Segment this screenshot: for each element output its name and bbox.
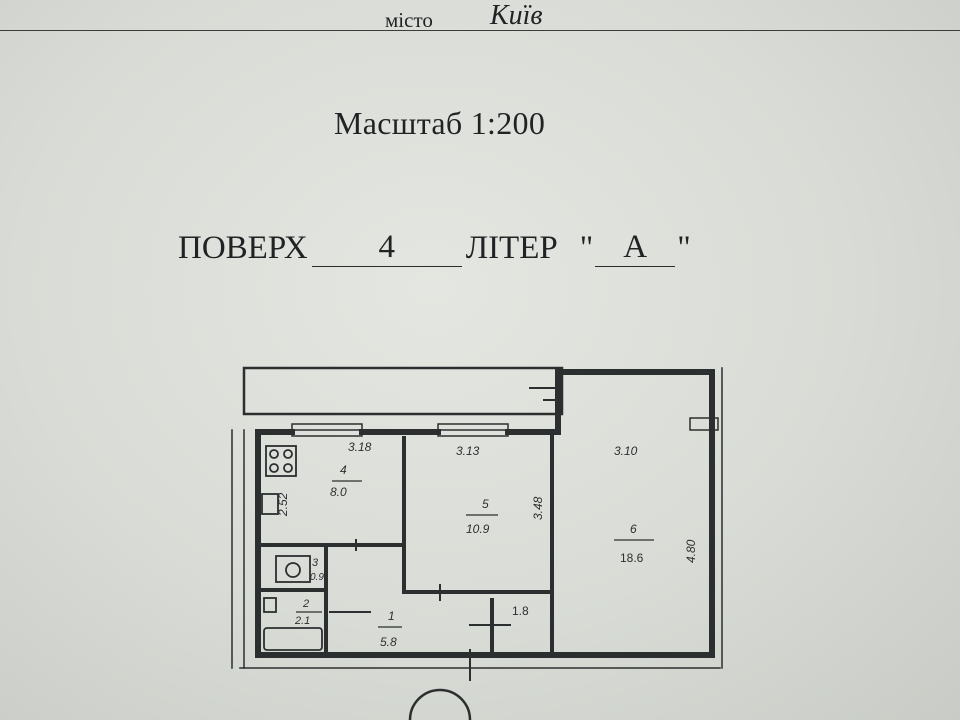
room-5-area: 10.9 [466, 522, 490, 536]
dim-room5-width: 3.13 [456, 444, 480, 458]
room-3-number: 3 [312, 557, 319, 569]
letter-open-quote: " [579, 230, 594, 266]
dim-room6-height: 4.80 [684, 539, 698, 563]
letter-value: А [595, 231, 676, 267]
window-kitchen [291, 423, 363, 437]
dim-kitchen-width: 3.18 [348, 440, 372, 454]
stove-icon [265, 445, 297, 477]
window-room-6 [689, 417, 719, 431]
interior-walls [256, 430, 554, 657]
room-6-number: 6 [630, 522, 637, 536]
city-label: місто [385, 8, 433, 32]
room-2-area: 2.1 [294, 615, 310, 627]
floor-value: 4 [311, 231, 462, 267]
scale-label: Масштаб 1:200 [334, 105, 546, 141]
dim-room6-width: 3.10 [614, 444, 638, 458]
kitchen-sink-icon [261, 493, 279, 515]
room-2-number: 2 [302, 598, 309, 610]
window-room-5 [437, 423, 509, 437]
city-name: Київ [490, 0, 543, 31]
room-1-number: 1 [388, 609, 395, 623]
room-6-area: 18.6 [620, 551, 644, 565]
room-5-number: 5 [482, 497, 489, 511]
room-1-area: 5.8 [380, 635, 397, 649]
balcony [242, 366, 564, 416]
letter-label: ЛІТЕР [465, 230, 558, 266]
city-underline [0, 30, 960, 31]
toilet-icon [275, 555, 311, 583]
entrance-arc [408, 688, 472, 720]
dim-kitchen-height: 2.52 [276, 492, 290, 517]
dim-room5-height: 3.48 [531, 496, 545, 520]
room-storage-area: 1.8 [512, 604, 529, 618]
floor-label: ПОВЕРХ [178, 230, 308, 266]
room-3-area: 0.9 [310, 572, 324, 583]
room-4-number: 4 [340, 463, 347, 477]
outer-walls [255, 369, 715, 658]
bathtub-icon [263, 597, 323, 651]
letter-close-quote: " [677, 230, 691, 266]
room-4-area: 8.0 [330, 485, 347, 499]
floor-letter-row: ПОВЕРХ 4 ЛІТЕР " А " [178, 230, 691, 267]
